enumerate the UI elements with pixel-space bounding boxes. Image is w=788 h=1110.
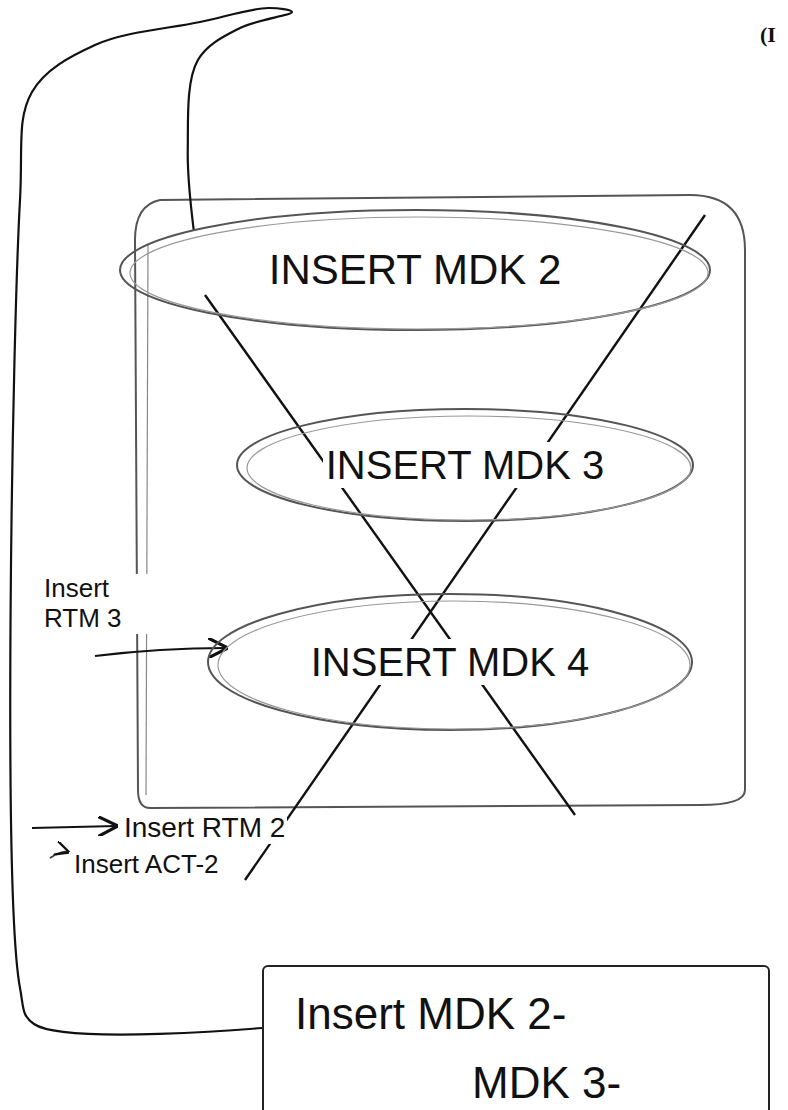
cylinder-outline [135, 195, 745, 808]
step-text: INSERT MDK 4 [308, 639, 593, 685]
ellipse-stroke [130, 217, 708, 329]
page-mark: (I [758, 22, 778, 47]
note-label: Insert ACT-2 [72, 850, 221, 880]
note-box: Insert MDK 2- MDK 3- [262, 965, 770, 1110]
step-text: INSERT MDK 3 [323, 442, 608, 488]
step-text: INSERT MDK 2 [266, 246, 565, 294]
pointer-arrow [95, 648, 226, 656]
note-label: Insert RTM 3 [42, 574, 150, 634]
step-ellipse: INSERT MDK 2 [120, 210, 710, 330]
cylinder-outline-sketch [146, 245, 148, 795]
ellipse-stroke [218, 601, 690, 729]
step-ellipse: INSERT MDK 3 [237, 409, 693, 521]
step-ellipse: INSERT MDK 4 [208, 594, 692, 730]
pointer-arrow [32, 826, 116, 828]
note-text: MDK 3- [469, 1058, 624, 1109]
ellipse-stroke [247, 416, 691, 520]
connector-line [10, 8, 292, 1035]
ellipse-stroke [120, 210, 710, 330]
note-text: Insert MDK 2- [292, 989, 569, 1040]
pointer-arrow [50, 852, 68, 858]
ellipse-stroke [208, 594, 692, 730]
note-label: Insert RTM 2 [122, 812, 287, 844]
cross-out-line [245, 215, 705, 880]
cross-out-line [205, 295, 575, 815]
ellipse-stroke [237, 409, 693, 521]
